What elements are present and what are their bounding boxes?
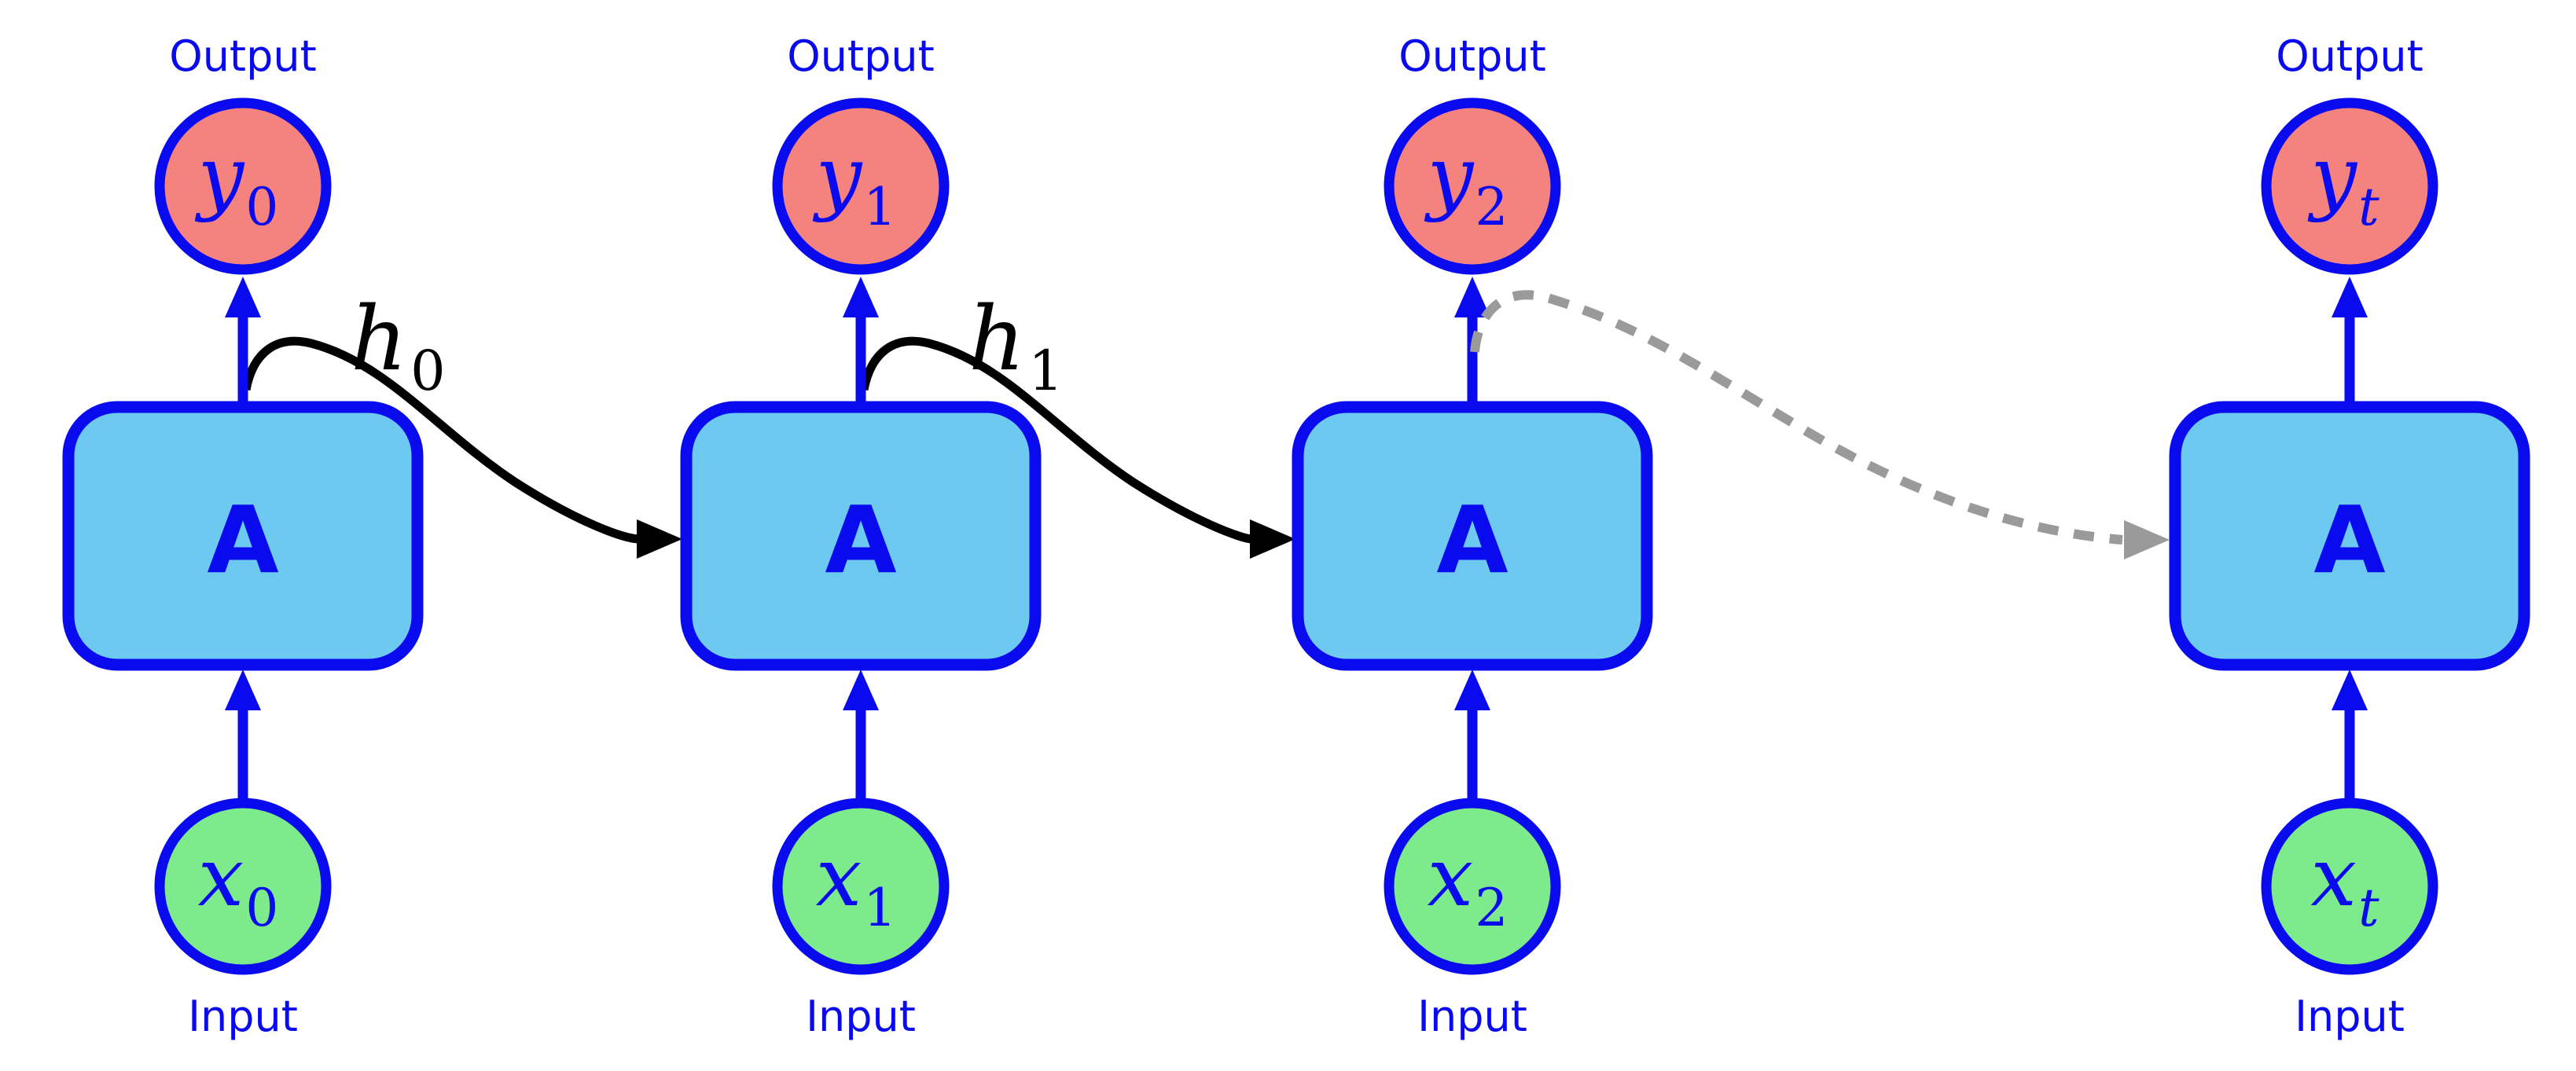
output-node bbox=[154, 97, 332, 275]
arrowhead-icon bbox=[2332, 669, 2368, 710]
output-label: Output bbox=[169, 31, 317, 81]
cell-label: A bbox=[825, 486, 896, 594]
output-node-label: y1 bbox=[813, 128, 897, 237]
cell-label: A bbox=[2313, 486, 2385, 594]
hidden-state-label: h1 bbox=[968, 288, 1064, 403]
output-node bbox=[1384, 97, 1561, 275]
output-node-label: y2 bbox=[1424, 128, 1508, 237]
hidden-state-curve bbox=[859, 336, 1252, 544]
output-node-label: yt bbox=[2307, 128, 2379, 237]
arrowhead-icon bbox=[1250, 519, 1295, 559]
rnn-column-2: Output y2 A x2 Input bbox=[1292, 31, 1653, 1041]
hidden-state-label: h0 bbox=[351, 288, 446, 403]
arrowhead-icon bbox=[225, 277, 261, 317]
input-label: Input bbox=[2295, 992, 2405, 1041]
arrowhead-icon bbox=[843, 277, 879, 317]
hidden-state-arrow-h0: h0 bbox=[241, 288, 682, 559]
rnn-column-0: Output y0 A x0 Input bbox=[62, 31, 424, 1041]
hidden-state-arrow-h1: h1 bbox=[859, 288, 1295, 559]
rnn-column-1: Output y1 A x1 Input bbox=[680, 31, 1042, 1041]
hidden-state-curve bbox=[241, 336, 639, 544]
output-node-label: y0 bbox=[195, 128, 279, 237]
rnn-cell bbox=[680, 401, 1042, 671]
input-label: Input bbox=[188, 992, 298, 1041]
output-label: Output bbox=[1398, 31, 1546, 81]
input-node bbox=[2261, 798, 2438, 975]
arrowhead-icon bbox=[1454, 669, 1490, 710]
cell-label: A bbox=[1436, 486, 1508, 594]
arrowhead-icon bbox=[2332, 277, 2368, 317]
output-node bbox=[2261, 97, 2438, 275]
input-node-label: x2 bbox=[1428, 829, 1508, 938]
input-node bbox=[1384, 798, 1561, 975]
rnn-cell bbox=[62, 401, 424, 671]
input-label: Input bbox=[1417, 992, 1527, 1041]
dashed-curve bbox=[1470, 290, 2123, 545]
arrowhead-icon bbox=[1454, 277, 1490, 317]
cell-label: A bbox=[207, 486, 278, 594]
rnn-column-t: Output yt A xt Input bbox=[2169, 31, 2530, 1041]
input-label: Input bbox=[806, 992, 916, 1041]
output-label: Output bbox=[2276, 31, 2423, 81]
input-node-label: xt bbox=[2310, 829, 2379, 938]
input-node bbox=[154, 798, 332, 975]
future-hidden-state-arrow bbox=[1470, 290, 2170, 559]
arrowhead-icon bbox=[225, 669, 261, 710]
rnn-cell bbox=[2169, 401, 2530, 671]
input-node-label: x0 bbox=[198, 829, 279, 938]
rnn-cell bbox=[1292, 401, 1653, 671]
arrowhead-icon bbox=[843, 669, 879, 710]
arrowhead-icon bbox=[637, 519, 682, 559]
output-node bbox=[772, 97, 950, 275]
arrowhead-icon bbox=[2124, 520, 2170, 559]
input-node bbox=[772, 798, 950, 975]
input-node-label: x1 bbox=[816, 829, 897, 938]
output-label: Output bbox=[787, 31, 935, 81]
